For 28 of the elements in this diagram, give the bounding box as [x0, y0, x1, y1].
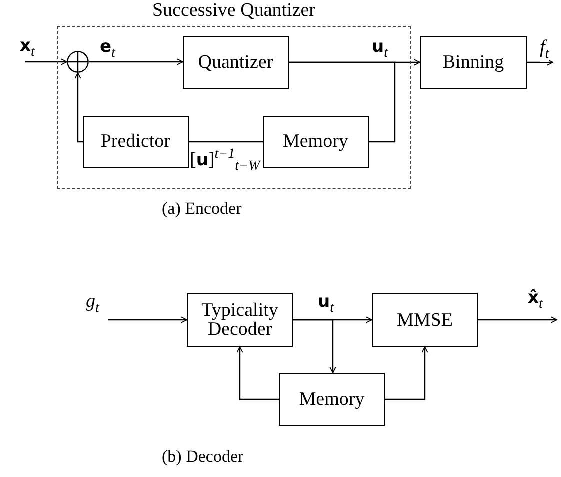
block-label: MMSE	[397, 310, 453, 330]
block-label: Typicality Decoder	[200, 301, 280, 339]
connector-arrow	[478, 316, 558, 324]
block-box	[372, 293, 478, 347]
connector-arrow	[108, 316, 188, 324]
block-box	[420, 36, 527, 89]
block-label: Binning	[442, 53, 504, 72]
subfigure-caption: (b) Decoder	[162, 447, 244, 467]
block-box	[182, 36, 289, 89]
block-label: Memory	[299, 390, 365, 409]
signal-label: f$_{t}$	[540, 38, 550, 62]
connector-arrow	[236, 346, 279, 400]
block-box	[82, 116, 189, 168]
block-box	[279, 373, 385, 426]
connector-arrow	[385, 346, 428, 400]
block-label: Quantizer	[198, 52, 274, 72]
subfigure-caption: (a) Encoder	[162, 199, 242, 219]
connector-arrow	[25, 58, 68, 66]
connector-arrow	[527, 59, 554, 66]
connector-arrow	[293, 319, 336, 374]
block-label: Memory	[282, 132, 348, 152]
group-heading: Successive Quantizer	[151, 1, 317, 20]
connector-arrow	[74, 72, 83, 143]
block-box	[262, 116, 369, 168]
summing-junction-icon	[66, 50, 89, 73]
block-box	[187, 293, 293, 347]
block-label: Predictor	[100, 132, 171, 152]
connector-arrow	[89, 58, 184, 66]
